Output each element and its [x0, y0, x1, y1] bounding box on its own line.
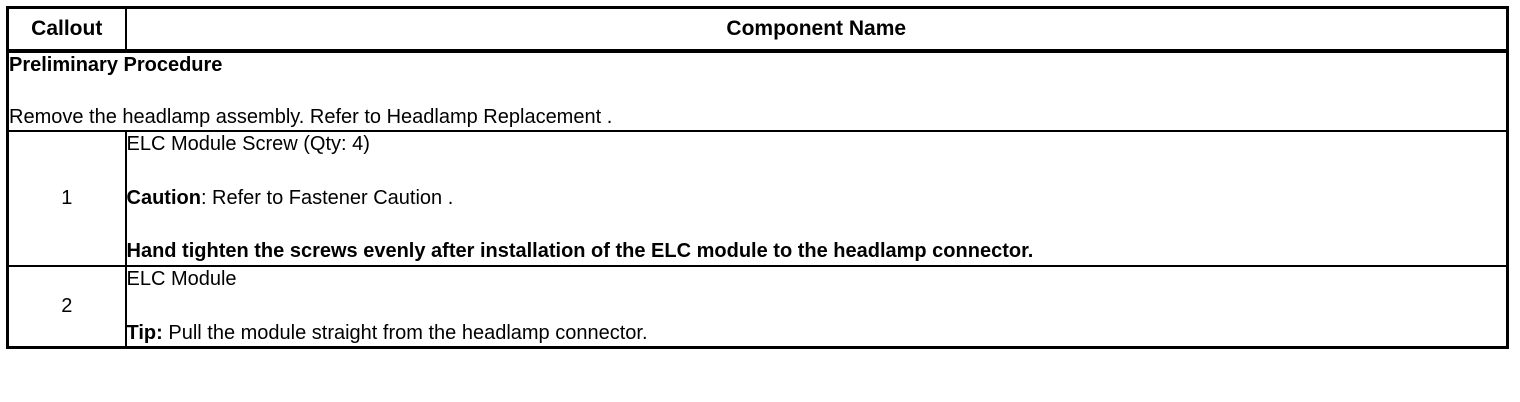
component-title: ELC Module Screw (Qty: 4): [126, 133, 370, 156]
table-row: 1 ELC Module Screw (Qty: 4) Caution: Ref…: [6, 130, 1509, 267]
preliminary-procedure-title: Preliminary Procedure: [9, 54, 223, 76]
installation-note: Hand tighten the screws evenly after ins…: [126, 240, 1034, 263]
preliminary-procedure-text: Remove the headlamp assembly. Refer to H…: [9, 105, 613, 128]
component-procedure-table: Callout Component Name Preliminary Proce…: [6, 6, 1509, 350]
caution-label: Caution: [126, 186, 201, 209]
callout-number: 2: [6, 264, 127, 349]
callout-number: 1: [6, 130, 127, 267]
tip-text: Pull the module straight from the headla…: [162, 321, 648, 344]
component-description-cell: ELC Module Screw (Qty: 4) Caution: Refer…: [124, 130, 1509, 267]
table-header-row: Callout Component Name: [6, 6, 1509, 53]
column-header-component-name: Component Name: [124, 6, 1509, 53]
column-header-callout: Callout: [6, 6, 127, 53]
table-row: 2 ELC Module Tip: Pull the module straig…: [6, 264, 1509, 349]
caution-note: Caution: Refer to Fastener Caution .: [127, 186, 1507, 212]
tip-note: Tip: Pull the module straight from the h…: [127, 321, 1507, 347]
preliminary-procedure-cell: Preliminary Procedure Remove the headlam…: [6, 49, 1509, 133]
component-description-cell: ELC Module Tip: Pull the module straight…: [124, 264, 1509, 349]
component-title: ELC Module: [126, 267, 237, 290]
tip-label: Tip:: [126, 321, 163, 344]
caution-text: : Refer to Fastener Caution .: [200, 186, 454, 209]
preliminary-procedure-row: Preliminary Procedure Remove the headlam…: [6, 49, 1509, 133]
